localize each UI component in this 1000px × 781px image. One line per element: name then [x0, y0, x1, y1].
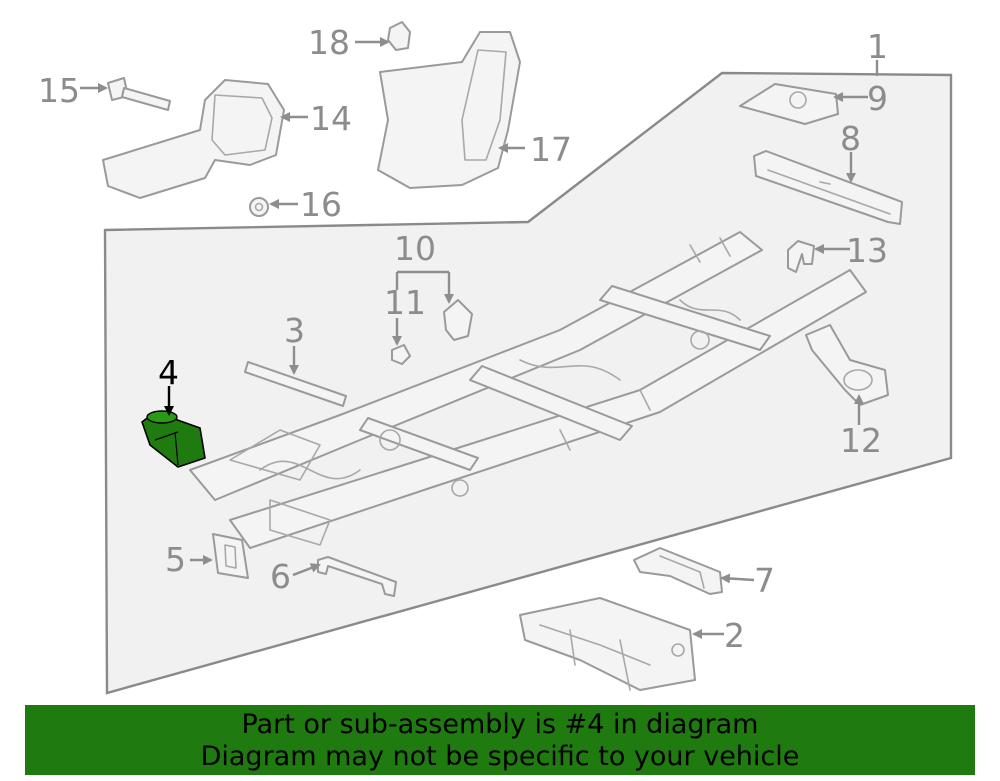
part-9-plate [739, 83, 839, 125]
part-3-rod [244, 361, 347, 407]
part-2-crossmember [519, 597, 696, 691]
callout-6: 6 [270, 557, 291, 596]
part-18-clip [387, 21, 411, 51]
callout-8: 8 [840, 119, 861, 158]
frame-rails [189, 231, 867, 549]
part-16-nut [249, 197, 269, 217]
callout-13: 13 [846, 231, 888, 270]
part-15-bolt [107, 77, 171, 111]
callout-17: 17 [530, 130, 572, 169]
banner-line-1: Part or sub-assembly is #4 in diagram [241, 709, 759, 740]
info-banner: Part or sub-assembly is #4 in diagram Di… [25, 705, 975, 775]
callout-18: 18 [308, 23, 350, 62]
leader-lines [80, 37, 879, 639]
part-12-bracket [805, 324, 889, 406]
callout-10: 10 [394, 229, 436, 268]
frame-assembly-panel [103, 71, 953, 695]
part-8-beam [753, 150, 903, 225]
callout-5: 5 [165, 540, 186, 579]
part-13-bracket [787, 240, 815, 273]
callout-1: 1 [867, 27, 888, 66]
callout-14: 14 [310, 99, 352, 138]
callout-3: 3 [284, 311, 305, 350]
part-11-bushing [391, 344, 411, 365]
callout-16: 16 [300, 185, 342, 224]
part-7-mount [633, 547, 723, 595]
part-6-channel [317, 556, 397, 597]
callout-7: 7 [754, 561, 775, 600]
banner-line-2: Diagram may not be specific to your vehi… [200, 741, 800, 772]
callout-4: 4 [158, 353, 179, 392]
callout-2: 2 [724, 616, 745, 655]
part-14-hitch [102, 79, 285, 199]
callout-11: 11 [384, 283, 426, 322]
leader-10 [395, 270, 449, 302]
part-17-skidplate [377, 31, 521, 189]
callout-12: 12 [840, 421, 882, 460]
callout-15: 15 [38, 71, 80, 110]
callout-9: 9 [867, 79, 888, 118]
part-5-plate [212, 533, 249, 579]
